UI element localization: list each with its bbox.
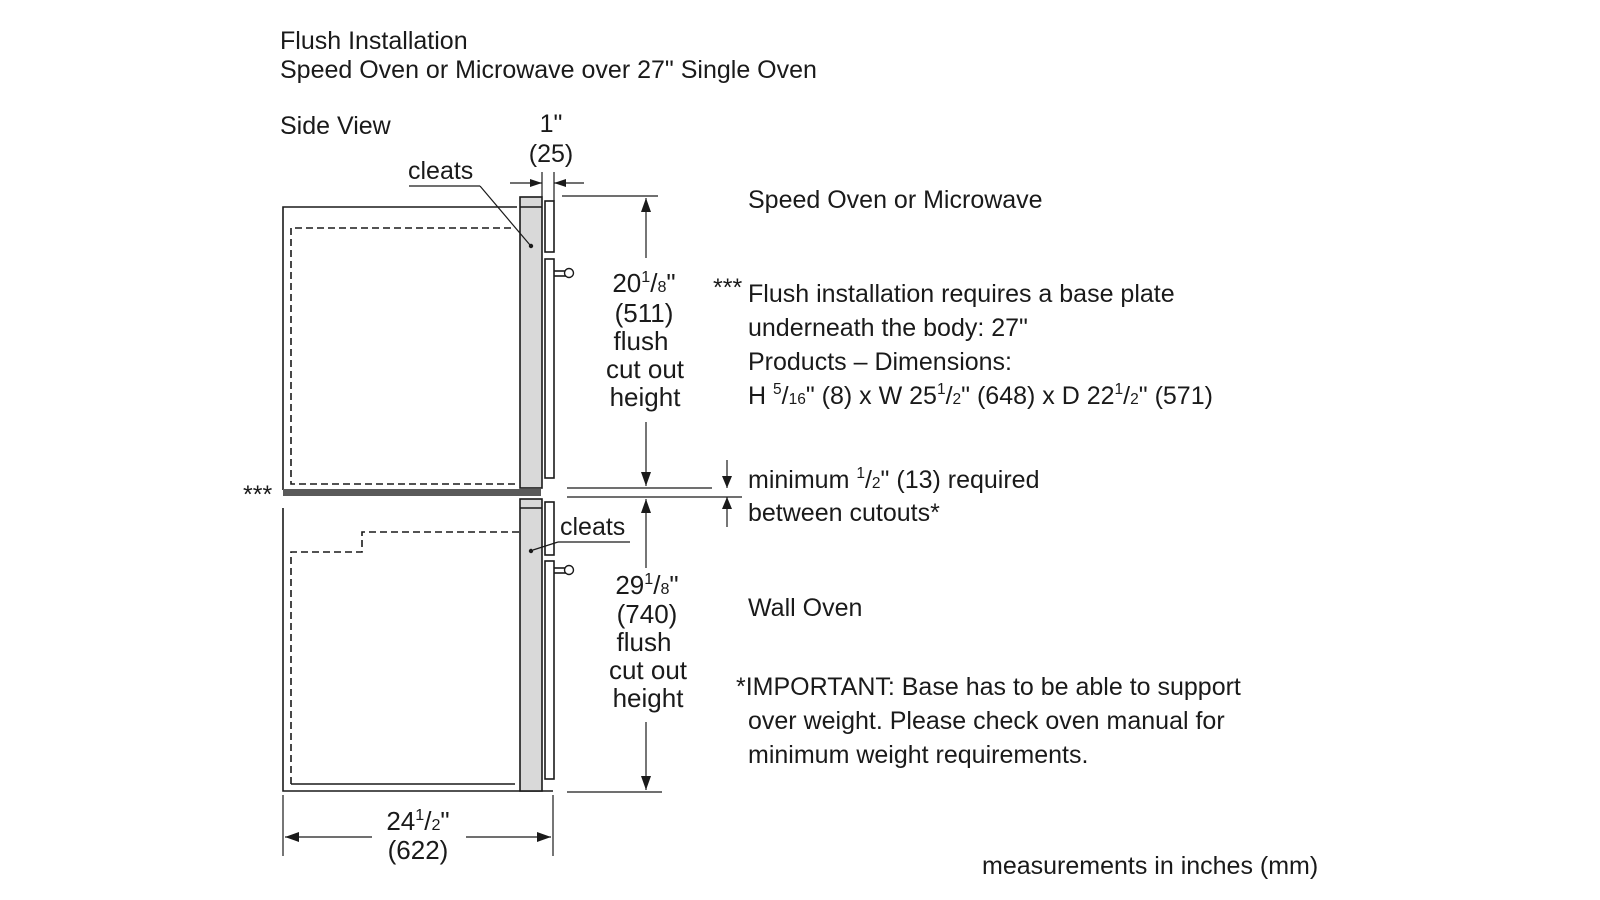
gap-dimension [510,172,584,201]
wall-oven-label: Wall Oven [748,594,862,622]
upper-cabinet [282,206,517,490]
flush-installation-note: *** Flush installation requires a base p… [713,274,1213,410]
note-flush-line1: Flush installation requires a base plate [748,280,1175,308]
note-important-line2: over weight. Please check oven manual fo… [748,707,1225,735]
minimum-gap-note: minimum 1/2" (13) required between cutou… [748,465,1040,527]
note-minimum-line2: between cutouts* [748,499,940,527]
lower-height-word2: cut out [609,655,688,685]
note-minimum-line1: minimum 1/2" (13) required [748,465,1040,494]
wall-oven-body [519,498,575,792]
gap-mm: (25) [529,140,573,168]
diagram-subtitle: Speed Oven or Microwave over 27" Single … [280,56,817,84]
note-flush-line3: Products – Dimensions: [748,348,1012,376]
cleats-leader-top [409,185,534,249]
note-flush-prefix: *** [713,274,742,302]
lower-height-word1: flush [617,627,672,657]
gap-inch: 1" [540,110,563,138]
upper-height-mm: (511) [615,298,674,328]
width-fraction: 241/2" [386,806,449,836]
minimum-gap-dimension [567,460,742,527]
cleats-label-bottom: cleats [560,513,625,541]
note-flush-line4: H 5/16" (8) x W 251/2" (648) x D 221/2" … [748,381,1213,410]
cleats-label-top: cleats [408,157,473,185]
diagram-title: Flush Installation [280,27,468,55]
lower-height-mm: (740) [617,599,678,629]
important-note: *IMPORTANT: Base has to be able to suppo… [736,673,1241,769]
lower-height-dimension [567,499,662,793]
view-label: Side View [280,112,392,140]
note-important-line1: *IMPORTANT: Base has to be able to suppo… [736,673,1241,701]
note-flush-line2: underneath the body: 27" [748,314,1028,342]
speed-oven-body [519,196,575,489]
base-plate-marker: *** [243,481,272,509]
upper-height-word1: flush [614,326,669,356]
lower-cabinet [282,508,553,792]
note-important-line3: minimum weight requirements. [748,741,1088,769]
cleats-leader-bottom [528,541,630,554]
width-mm: (622) [388,835,449,865]
units-note: measurements in inches (mm) [982,852,1318,880]
lower-height-fraction: 291/8" [615,570,678,600]
upper-height-fraction: 201/8" [612,268,675,298]
upper-height-word3: height [610,382,682,412]
speed-oven-label: Speed Oven or Microwave [748,186,1043,214]
lower-height-word3: height [613,683,685,713]
base-plate [283,489,541,496]
width-dimension [282,795,554,856]
upper-height-dimension [562,195,712,489]
upper-height-word2: cut out [606,354,685,384]
